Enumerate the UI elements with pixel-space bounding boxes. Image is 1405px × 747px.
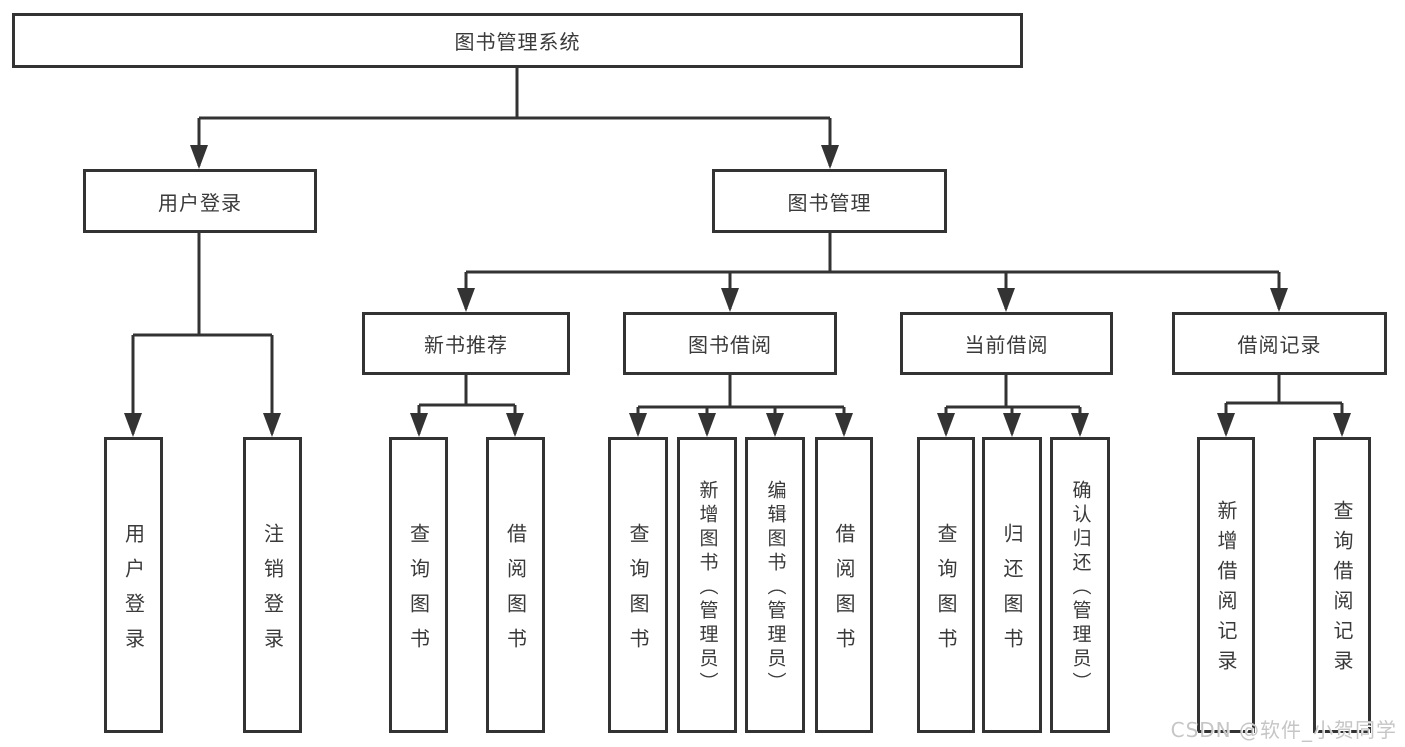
node-root-system-label: 图书管理系统: [454, 30, 581, 54]
leaf-borrow-books-label: 借阅图书: [832, 522, 856, 663]
connector-paths: [131, 68, 1344, 434]
leaf-add-books-admin-label: 新增图书（管理员）: [696, 479, 719, 696]
leaf-edit-books-admin: 编辑图书（管理员）: [745, 437, 805, 733]
leaf-edit-books-admin-label: 编辑图书（管理员）: [764, 479, 787, 696]
node-book-management-module-label: 图书管理: [787, 190, 872, 215]
connector-arrowheads: [124, 145, 1351, 437]
leaf-user-login: 用户登录: [104, 437, 163, 733]
node-current-borrow: 当前借阅: [900, 312, 1113, 375]
node-borrow-records: 借阅记录: [1172, 312, 1387, 375]
node-book-borrow-label: 图书借阅: [688, 333, 772, 357]
leaf-recommend-borrow-books: 借阅图书: [486, 437, 545, 733]
leaf-logout: 注销登录: [243, 437, 302, 733]
leaf-borrow-query-books-label: 查询图书: [626, 522, 650, 663]
node-borrow-records-label: 借阅记录: [1237, 333, 1322, 357]
leaf-confirm-return-admin-label: 确认归还（管理员）: [1069, 479, 1092, 696]
leaf-confirm-return-admin: 确认归还（管理员）: [1050, 437, 1110, 733]
node-new-book-recommend-label: 新书推荐: [424, 333, 508, 357]
leaf-add-borrow-record-label: 新增借阅记录: [1214, 500, 1238, 680]
node-user-login-module-label: 用户登录: [158, 190, 242, 215]
leaf-recommend-query-books-label: 查询图书: [406, 522, 431, 663]
leaf-return-books-label: 归还图书: [1000, 522, 1024, 663]
leaf-logout-label: 注销登录: [260, 522, 285, 663]
leaf-user-login-label: 用户登录: [121, 522, 146, 663]
leaf-current-query-books: 查询图书: [917, 437, 975, 733]
node-new-book-recommend: 新书推荐: [362, 312, 570, 375]
leaf-query-borrow-record: 查询借阅记录: [1313, 437, 1371, 733]
node-user-login-module: 用户登录: [83, 169, 317, 233]
node-book-borrow: 图书借阅: [623, 312, 837, 375]
node-current-borrow-label: 当前借阅: [964, 333, 1049, 357]
leaf-query-borrow-record-label: 查询借阅记录: [1330, 500, 1354, 680]
node-book-management-module: 图书管理: [712, 169, 947, 233]
leaf-add-borrow-record: 新增借阅记录: [1197, 437, 1255, 733]
csdn-watermark: CSDN @软件_小贺同学: [1170, 718, 1397, 742]
leaf-add-books-admin: 新增图书（管理员）: [677, 437, 737, 733]
leaf-return-books: 归还图书: [982, 437, 1042, 733]
leaf-current-query-books-label: 查询图书: [934, 522, 958, 663]
node-root-system: 图书管理系统: [12, 13, 1023, 68]
leaf-recommend-borrow-books-label: 借阅图书: [503, 522, 528, 663]
leaf-borrow-query-books: 查询图书: [608, 437, 668, 733]
leaf-recommend-query-books: 查询图书: [389, 437, 448, 733]
leaf-borrow-books: 借阅图书: [815, 437, 873, 733]
